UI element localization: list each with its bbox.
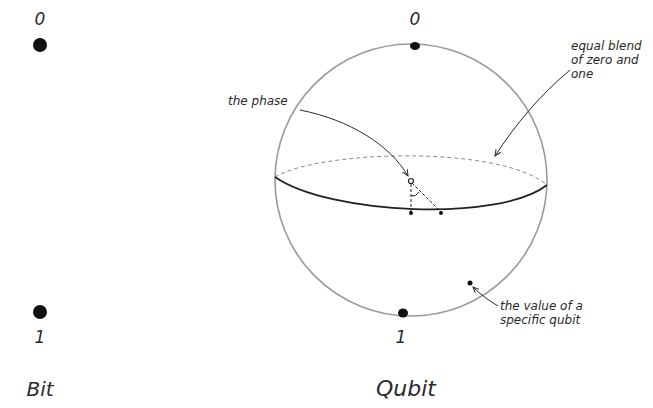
qubit-value-note: the value of a specific qubit: [500, 300, 600, 328]
bit-one-label: 1: [35, 328, 46, 348]
bit-title: Bit: [26, 378, 53, 401]
phase-note: the phase: [228, 95, 288, 109]
equator-point: [439, 211, 443, 215]
phase-ref-line: [411, 184, 412, 212]
qubit-one-label: 1: [396, 328, 407, 348]
equal-blend-leader: [495, 70, 570, 156]
phase-line: [412, 183, 441, 212]
sphere-center: [409, 179, 414, 184]
equator-back: [275, 156, 547, 185]
qubit-zero-label: 0: [410, 10, 421, 30]
qubit-value-dot: [468, 281, 473, 286]
bit-zero-label: 0: [35, 10, 46, 30]
bit-zero-dot: [33, 38, 47, 52]
qubit-value-leader: [473, 287, 498, 306]
one-pole-dot: [398, 309, 408, 318]
equator-point: [409, 211, 413, 215]
equal-blend-note: equal blend of zero and one: [571, 40, 649, 81]
phase-angle: [411, 192, 419, 196]
phase-leader: [300, 110, 408, 176]
bit-one-dot: [33, 305, 47, 319]
zero-pole-dot: [410, 42, 420, 50]
bloch-sphere: [275, 44, 547, 316]
qubit-title: Qubit: [376, 376, 436, 401]
